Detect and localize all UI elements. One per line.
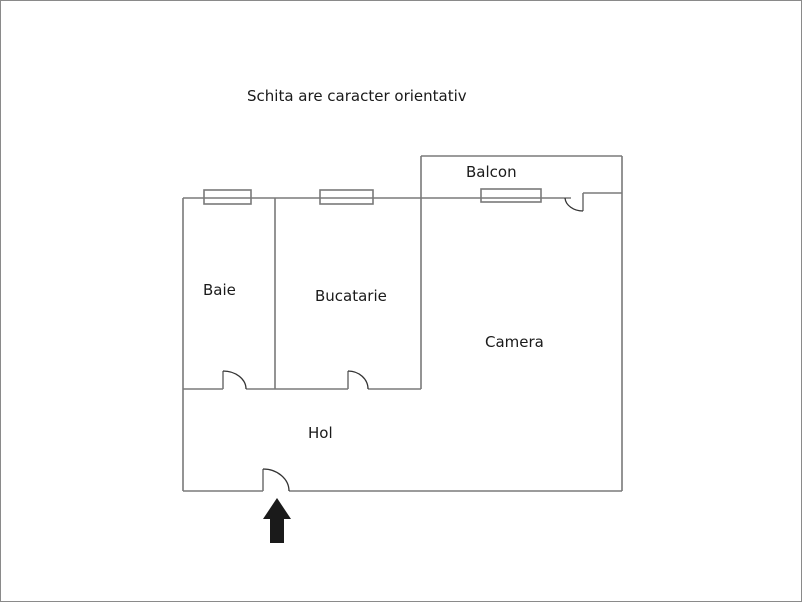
room-label-bucatarie: Bucatarie <box>315 287 387 305</box>
baie-door-arc <box>222 370 247 390</box>
room-label-balcon: Balcon <box>466 163 517 181</box>
window-baie <box>203 189 252 205</box>
orientation-note: Schita are caracter orientativ <box>247 87 467 105</box>
entrance-arrow-icon <box>263 498 291 543</box>
bucatarie-door-arc <box>347 370 369 390</box>
entrance-door-arc <box>262 468 290 492</box>
window-bucatarie <box>319 189 374 205</box>
room-label-camera: Camera <box>485 333 544 351</box>
room-label-hol: Hol <box>308 424 333 442</box>
window-camera <box>480 188 542 203</box>
room-label-baie: Baie <box>203 281 236 299</box>
balcon-door-arc <box>564 197 584 212</box>
